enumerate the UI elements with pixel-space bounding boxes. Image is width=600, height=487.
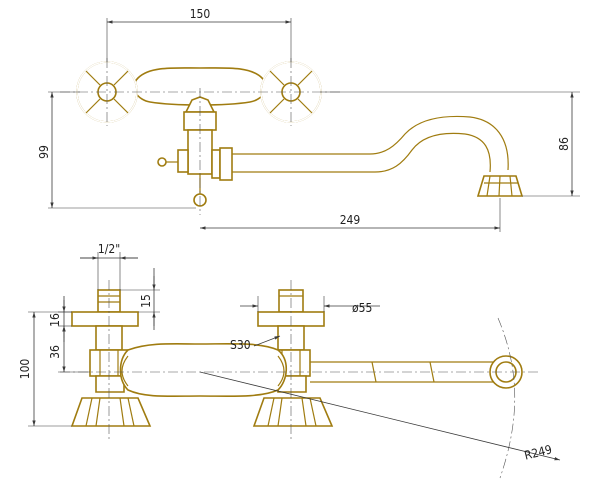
dim-36: 36 [48, 345, 62, 359]
dim-diameter: ø55 [352, 301, 372, 315]
dim-center-spacing: 150 [190, 7, 211, 21]
center-valve [157, 96, 217, 207]
dim-100: 100 [18, 359, 32, 380]
dim-s30: S30 [230, 338, 251, 352]
dim-thread: 1/2" [98, 242, 120, 256]
top-view: 150 99 86 249 [37, 7, 580, 232]
dim-height-left: 99 [37, 145, 51, 159]
dim-spout-length: 249 [340, 213, 361, 227]
front-view: R249 1/2" 15 16 36 100 [18, 242, 561, 479]
top-spout [211, 115, 524, 197]
dim-15: 15 [139, 294, 153, 308]
dim-16: 16 [48, 313, 62, 327]
front-body [119, 342, 288, 398]
dim-radius: R249 [523, 442, 554, 462]
dim-height-right: 86 [557, 137, 571, 151]
